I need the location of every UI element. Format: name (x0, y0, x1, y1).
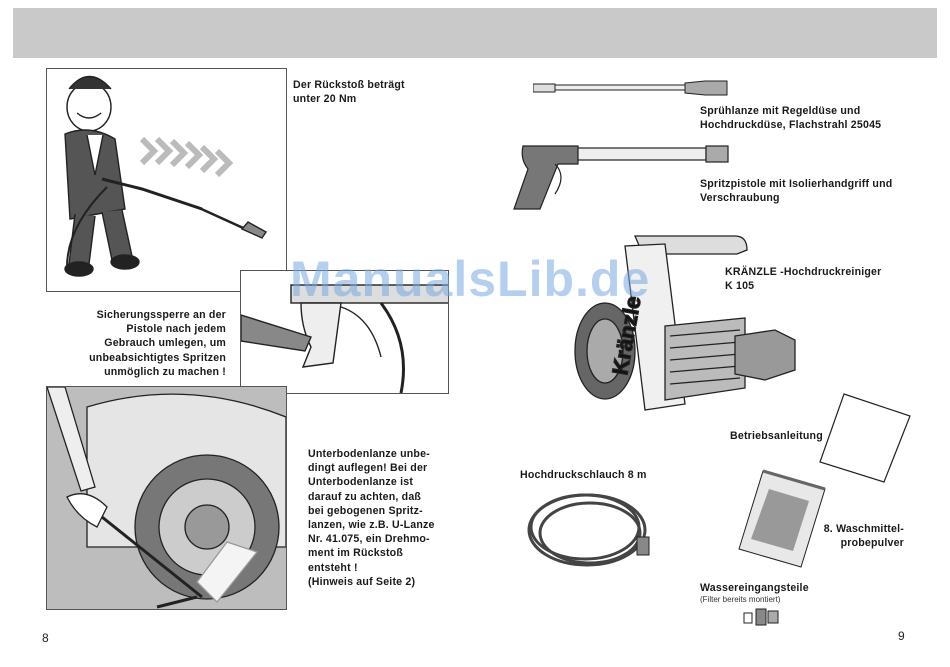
page-number-right: 9 (898, 629, 905, 643)
watermark: ManualsLib.de (290, 251, 651, 307)
underbody-text: Unterbodenlanze unbe- dingt auflegen! Be… (308, 448, 435, 588)
lance-illustration (533, 80, 728, 96)
inlet-parts-illustration (743, 608, 779, 626)
hose-illustration (527, 493, 650, 567)
illustration-gun-closeup (240, 270, 449, 394)
inlet-note: (Filter bereits montiert) (700, 595, 781, 604)
spray-gun-illustration (513, 145, 729, 210)
lance-label: Sprühlanze mit Regeldüse und Hochdruckdü… (700, 105, 882, 132)
manual-illustration (819, 393, 911, 483)
machine-illustration: Kränzle (574, 235, 796, 411)
detergent-label: 8. Waschmittel- probepulver (823, 523, 904, 550)
header-band (13, 8, 937, 58)
illustration-man-with-gun (46, 68, 287, 292)
hose-label: Hochdruckschlauch 8 m (520, 469, 647, 481)
recoil-text: Der Rückstoß beträgt unter 20 Nm (293, 79, 405, 106)
detergent-bag-illustration (738, 469, 826, 568)
gun-label: Spritzpistole mit Isolierhandgriff und V… (700, 178, 893, 205)
machine-label: KRÄNZLE -Hochdruckreiniger K 105 (725, 266, 882, 293)
page-number-left: 8 (42, 631, 49, 645)
illustration-underbody-lance (46, 386, 287, 610)
manual-label: Betriebsanleitung (730, 430, 823, 442)
inlet-label: Wassereingangsteile (700, 582, 809, 594)
safety-text: Sicherungssperre an der Pistole nach jed… (89, 309, 226, 378)
